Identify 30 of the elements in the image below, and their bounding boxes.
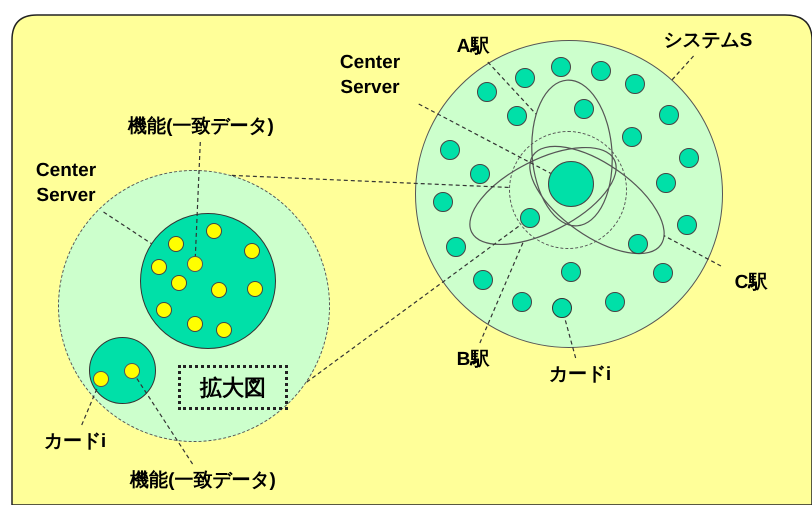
leader-line bbox=[479, 241, 524, 344]
callout-label: カードi bbox=[30, 427, 120, 455]
leader-line bbox=[194, 142, 201, 256]
station-ellipse bbox=[469, 147, 617, 245]
data-dot bbox=[187, 256, 203, 272]
callout-label: Center Server bbox=[16, 156, 116, 210]
callout-label: B駅 bbox=[443, 345, 503, 373]
callout-label: 機能(一致データ) bbox=[88, 466, 318, 494]
zoom-caption-box: 拡大図 bbox=[178, 365, 288, 410]
data-dot bbox=[124, 363, 140, 379]
station-ellipse bbox=[529, 146, 665, 254]
callout-label: A駅 bbox=[443, 32, 503, 60]
leader-line bbox=[418, 103, 551, 174]
station-ellipse bbox=[531, 80, 613, 226]
callout-label: システムS bbox=[643, 26, 773, 54]
leader-line bbox=[306, 224, 521, 383]
leader-line bbox=[564, 318, 576, 358]
callout-label: 機能(一致データ) bbox=[86, 112, 316, 140]
card-circle bbox=[88, 336, 156, 404]
callout-label: Center Server bbox=[320, 48, 420, 102]
callout-label: カードi bbox=[545, 360, 615, 388]
data-dot bbox=[93, 371, 109, 387]
leader-line bbox=[672, 56, 694, 80]
leader-line bbox=[103, 212, 152, 244]
leader-line bbox=[232, 174, 510, 188]
callout-label: C駅 bbox=[721, 268, 781, 296]
leader-line bbox=[81, 386, 98, 426]
leader-line bbox=[664, 235, 722, 267]
leader-line bbox=[136, 377, 194, 464]
card-dot bbox=[552, 298, 572, 318]
